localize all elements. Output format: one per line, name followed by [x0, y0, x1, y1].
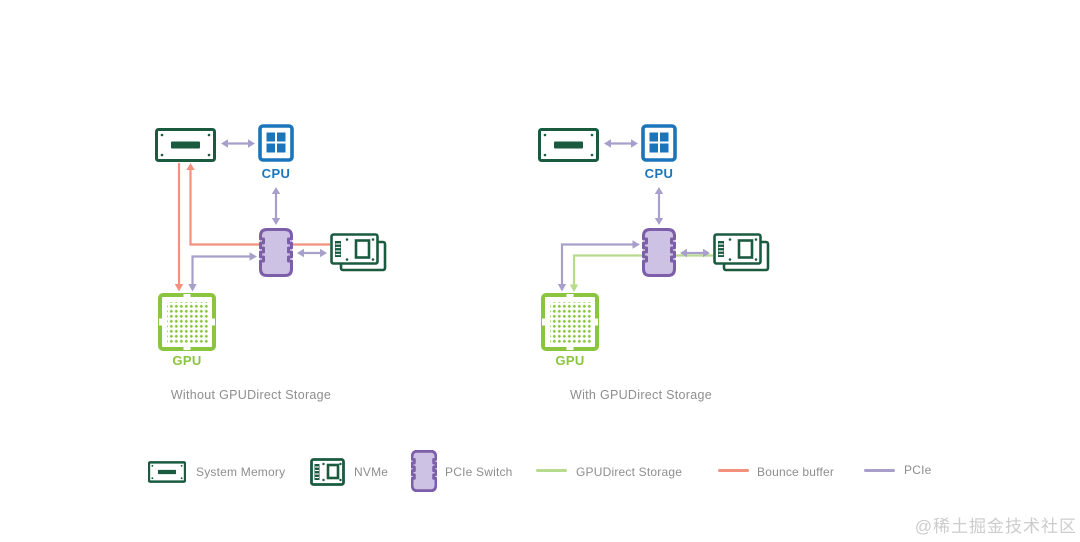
cpu-icon: [258, 124, 294, 162]
legend-pcie-switch-icon: [411, 450, 437, 492]
arrowhead-left: [604, 139, 611, 148]
arrowhead-right: [632, 240, 640, 249]
gpu-core-grid: [549, 301, 591, 343]
legend-label-gpudirect-storage: GPUDirect Storage: [576, 465, 683, 479]
legend-label-pcie-switch: PCIe Switch: [445, 465, 513, 479]
arrowhead-left: [221, 139, 228, 148]
cpu-node-label: CPU: [261, 166, 291, 181]
pcie-line-gpu-to-switch: [560, 243, 633, 285]
legend-pcie-swatch: [864, 469, 895, 472]
cpu-node-label: CPU: [644, 166, 674, 181]
legend-bounce-buffer-swatch: [718, 469, 749, 472]
pcie-line-gpu-to-switch: [191, 255, 250, 285]
legend-system-memory-icon: [148, 461, 186, 483]
arrowhead-left: [297, 248, 304, 258]
arrowhead-right: [320, 248, 327, 258]
pcie-switch-icon: [642, 228, 676, 277]
legend-label-bounce-buffer: Bounce buffer: [757, 465, 835, 479]
arrowhead-right: [703, 248, 710, 258]
nvme-icon: [330, 233, 387, 272]
gpu-core-grid: [166, 301, 208, 343]
legend-gds-line-swatch: [536, 469, 567, 472]
arrowhead-down: [188, 284, 197, 292]
watermark: @稀土掘金技术社区: [914, 517, 1077, 536]
arrowhead-down: [654, 218, 664, 225]
arrowhead-down: [271, 218, 281, 225]
gpu-node-label: GPU: [555, 353, 585, 368]
gpu-icon: [158, 293, 216, 351]
arrowhead-right: [248, 139, 255, 148]
arrowhead-left: [680, 248, 687, 258]
arrowhead-right: [631, 139, 638, 148]
arrowhead-up: [654, 187, 664, 194]
legend-nvme-icon: [310, 458, 345, 486]
gpu-icon: [541, 293, 599, 351]
pcie-switch-icon: [259, 228, 293, 277]
legend-label-system-memory: System Memory: [196, 465, 286, 479]
arrowhead-right: [249, 252, 257, 261]
legend-label-nvme: NVMe: [354, 465, 389, 479]
arrowhead-up: [186, 163, 195, 170]
system-memory-icon: [155, 128, 216, 162]
cpu-icon: [641, 124, 677, 162]
nvme-icon: [713, 233, 770, 272]
system-memory-icon: [538, 128, 599, 162]
arrowhead-down: [569, 284, 579, 292]
arrowhead-down: [557, 284, 567, 292]
arrowhead-up: [271, 187, 281, 194]
gpu-node-label: GPU: [172, 353, 202, 368]
legend-label-pcie: PCIe: [904, 463, 932, 477]
arrowhead-down: [174, 284, 184, 292]
diagram-caption-with-gds: With GPUDirect Storage: [569, 388, 713, 402]
diagram-caption-without-gds: Without GPUDirect Storage: [170, 388, 332, 402]
